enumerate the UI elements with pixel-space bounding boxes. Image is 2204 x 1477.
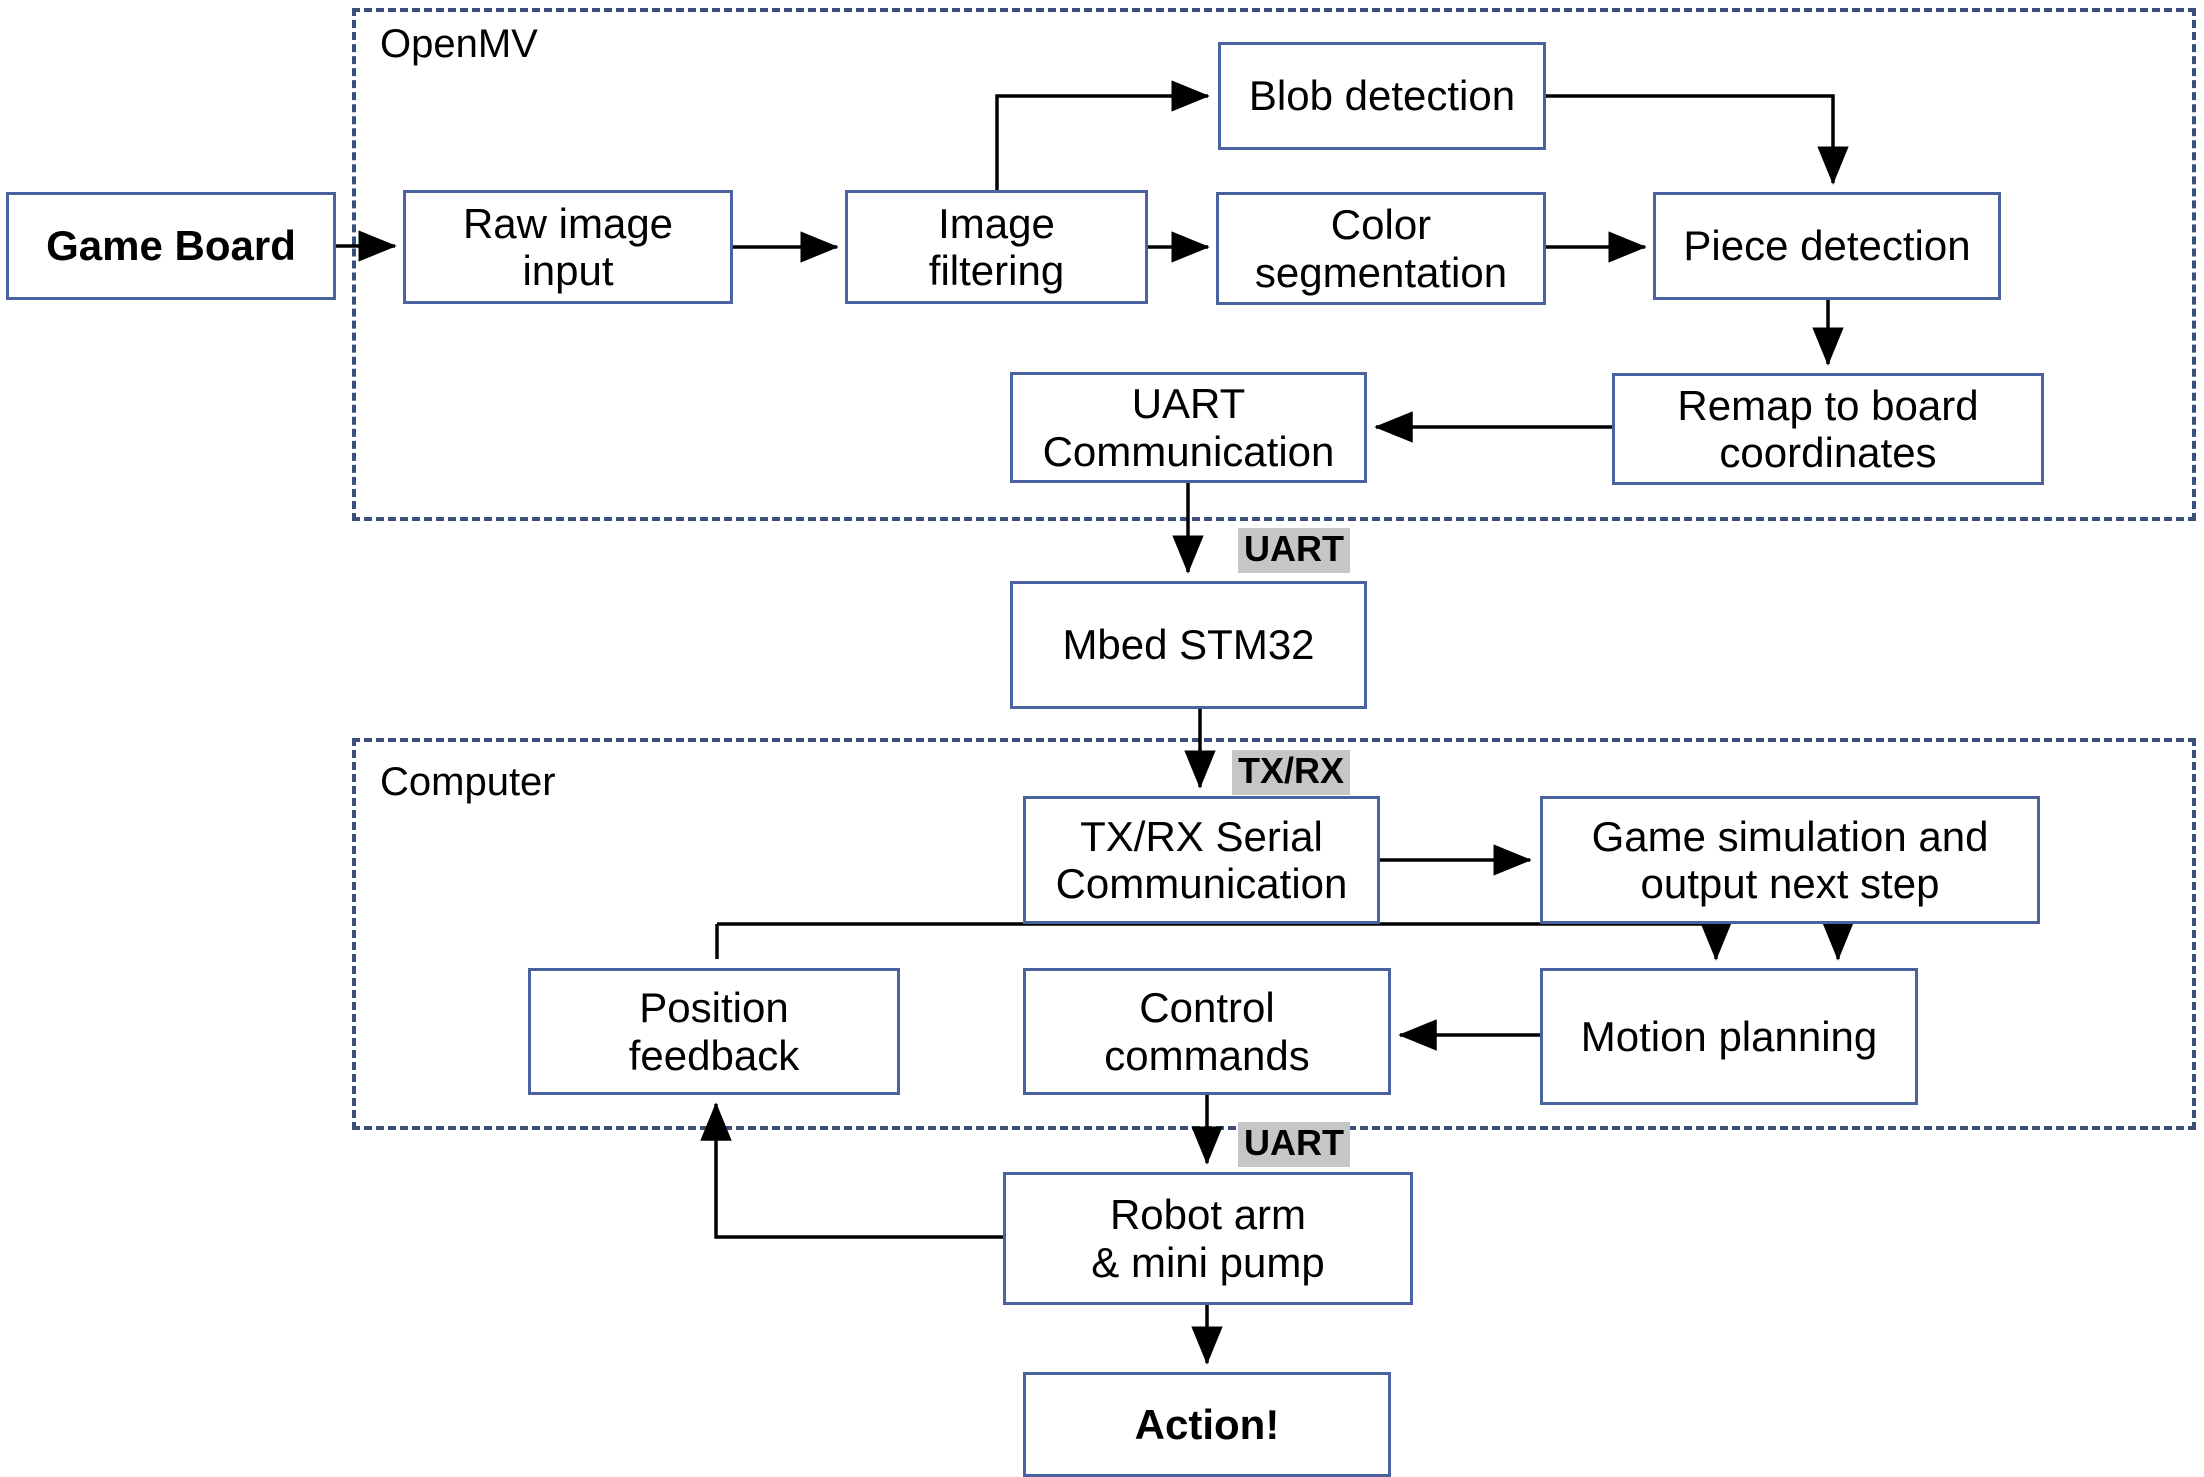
node-color-segmentation-line-0: Color xyxy=(1330,201,1432,249)
node-uart-communication-line-1: Communication xyxy=(1042,427,1335,475)
node-txrx-serial-line-1: Communication xyxy=(1055,860,1348,907)
node-mbed-stm32-line-0: Mbed STM32 xyxy=(1062,621,1315,669)
node-robot-arm-line-1: & mini pump xyxy=(1091,1238,1325,1286)
node-game-board-line-0: Game Board xyxy=(46,222,296,270)
node-game-simulation-line-0: Game simulation and xyxy=(1591,812,1989,860)
node-action[interactable]: Action! xyxy=(1023,1372,1391,1477)
node-raw-image-input-line-0: Raw image xyxy=(462,199,674,247)
node-game-simulation[interactable]: Game simulation and output next step xyxy=(1540,796,2040,924)
node-uart-communication-line-0: UART xyxy=(1131,380,1246,428)
node-position-feedback[interactable]: Position feedback xyxy=(528,968,900,1095)
node-blob-detection-line-0: Blob detection xyxy=(1248,72,1516,120)
group-openmv-label: OpenMV xyxy=(380,22,538,66)
node-motion-planning-line-0: Motion planning xyxy=(1580,1012,1878,1060)
node-uart-communication[interactable]: UART Communication xyxy=(1010,372,1367,483)
node-motion-planning[interactable]: Motion planning xyxy=(1540,968,1918,1105)
node-action-line-0: Action! xyxy=(1134,1400,1280,1448)
node-piece-detection[interactable]: Piece detection xyxy=(1653,192,2001,300)
node-remap-line-1: coordinates xyxy=(1719,429,1937,476)
node-txrx-serial-line-0: TX/RX Serial xyxy=(1080,812,1323,860)
node-color-segmentation-line-1: segmentation xyxy=(1254,248,1508,296)
edge-label-txrx: TX/RX xyxy=(1232,750,1351,795)
node-control-commands-line-1: commands xyxy=(1104,1031,1310,1079)
node-raw-image-input[interactable]: Raw image input xyxy=(403,190,733,304)
node-position-feedback-line-0: Position xyxy=(639,984,789,1032)
edge-label-uart-top: UART xyxy=(1238,528,1350,573)
node-control-commands[interactable]: Control commands xyxy=(1023,968,1391,1095)
node-control-commands-line-0: Control xyxy=(1139,984,1275,1032)
node-remap-to-board-coordinates[interactable]: Remap to board coordinates xyxy=(1612,373,2044,485)
node-blob-detection[interactable]: Blob detection xyxy=(1218,42,1546,150)
node-piece-detection-line-0: Piece detection xyxy=(1683,222,1971,270)
edge-label-uart-bottom: UART xyxy=(1238,1122,1350,1167)
group-openmv xyxy=(352,8,2196,521)
node-game-simulation-line-1: output next step xyxy=(1640,860,1940,907)
node-mbed-stm32[interactable]: Mbed STM32 xyxy=(1010,581,1367,709)
node-color-segmentation[interactable]: Color segmentation xyxy=(1216,192,1546,305)
node-image-filtering-line-1: filtering xyxy=(928,247,1065,294)
node-game-board[interactable]: Game Board xyxy=(6,192,336,300)
node-robot-arm-mini-pump[interactable]: Robot arm & mini pump xyxy=(1003,1172,1413,1305)
node-position-feedback-line-1: feedback xyxy=(628,1031,800,1079)
node-robot-arm-line-0: Robot arm xyxy=(1109,1191,1307,1239)
node-image-filtering[interactable]: Image filtering xyxy=(845,190,1148,304)
group-computer-label: Computer xyxy=(380,760,556,804)
node-raw-image-input-line-1: input xyxy=(522,247,614,294)
node-image-filtering-line-0: Image xyxy=(938,199,1055,247)
node-remap-line-0: Remap to board xyxy=(1677,381,1979,429)
node-txrx-serial-communication[interactable]: TX/RX Serial Communication xyxy=(1023,796,1380,924)
